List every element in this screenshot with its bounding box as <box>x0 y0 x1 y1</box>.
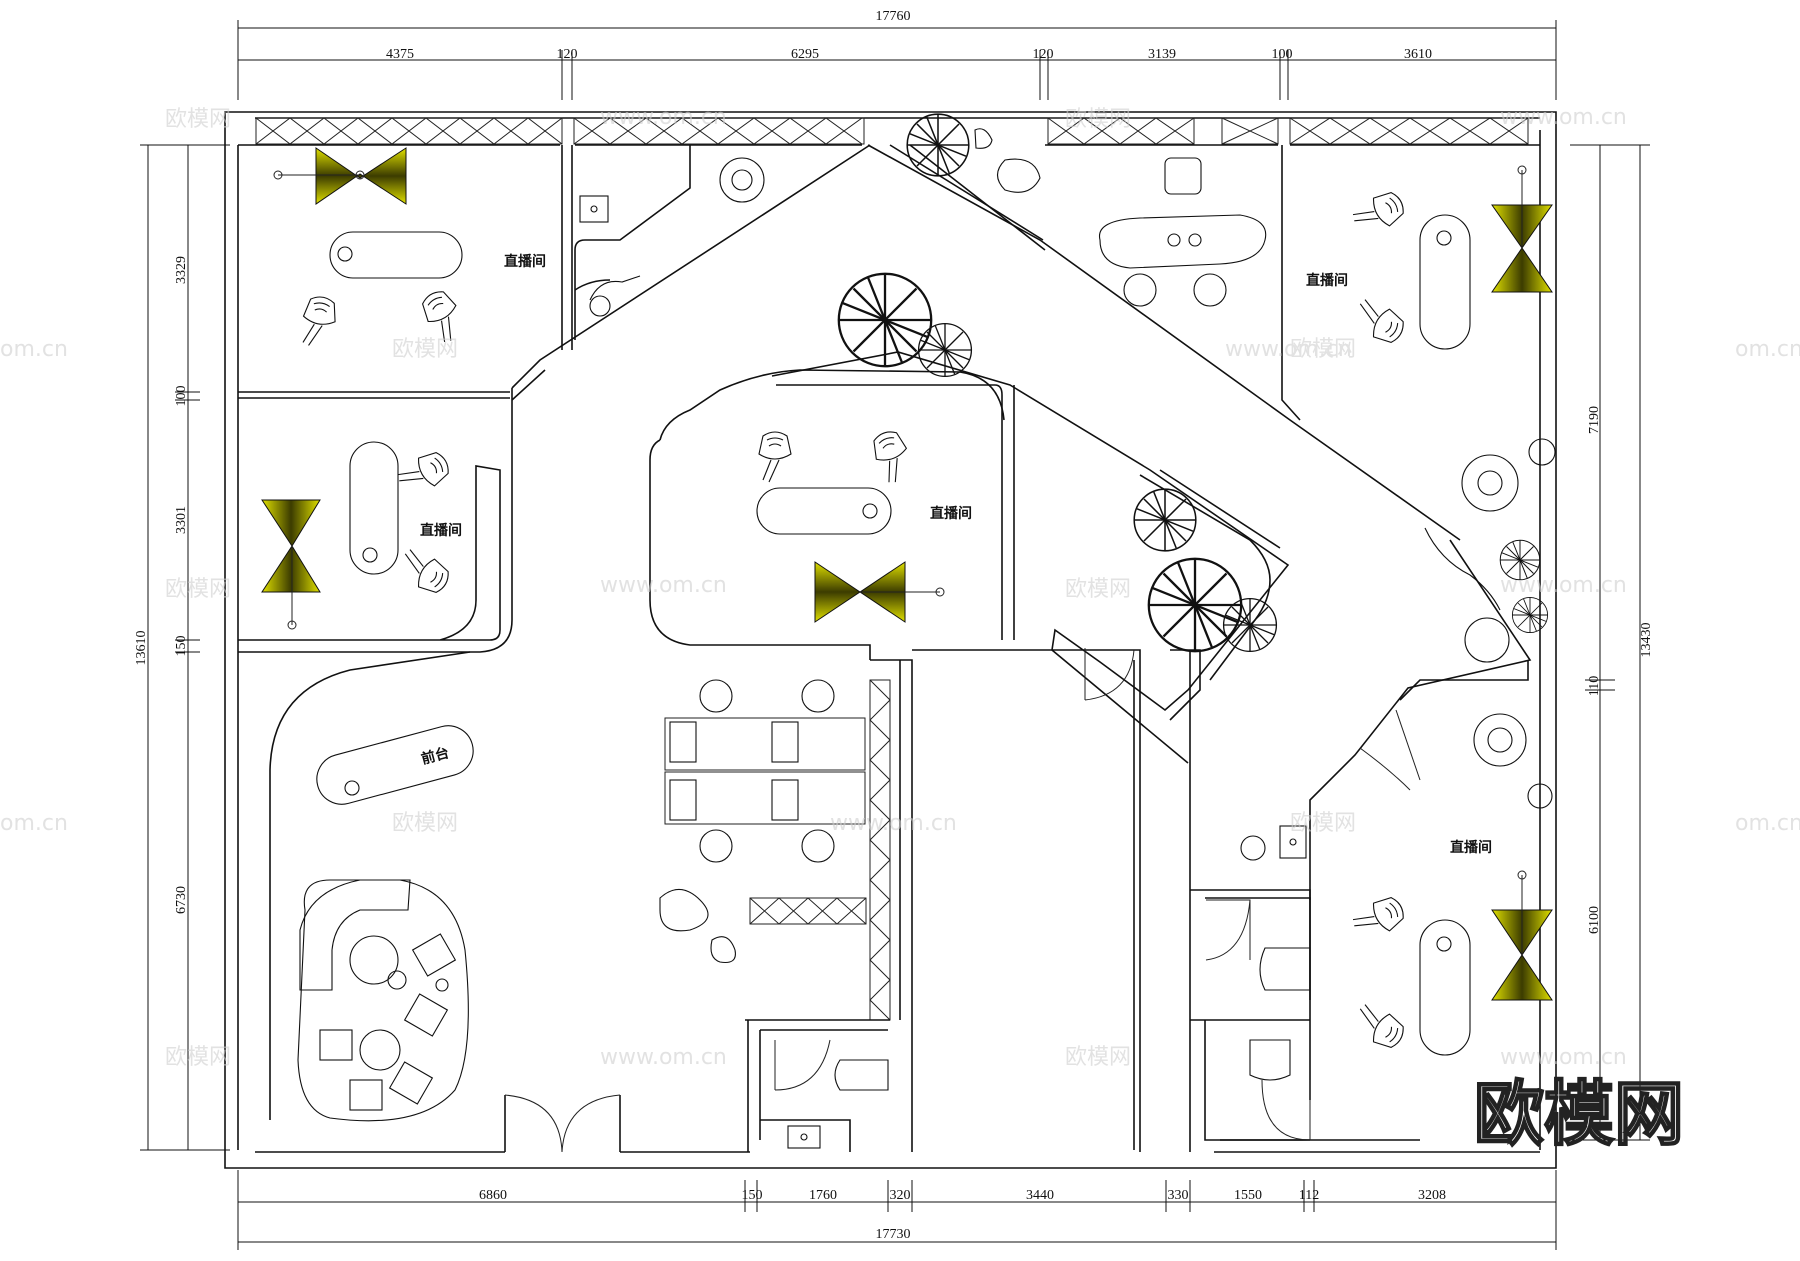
dim-bottom-9: 3208 <box>1418 1188 1446 1203</box>
dim-top-2: 120 <box>557 47 578 62</box>
watermark-cn: 欧模网 <box>1065 1045 1131 1070</box>
dim-left-total: 13610 <box>134 631 149 666</box>
room-label-live-3: 直播间 <box>930 505 972 522</box>
dim-right-1: 7190 <box>1587 406 1602 434</box>
dim-bottom-5: 3440 <box>1026 1188 1054 1203</box>
dim-left-2: 100 <box>174 386 189 407</box>
watermark-url: www.om.cn <box>1500 573 1627 598</box>
dim-top-total: 17760 <box>876 9 911 24</box>
dim-bottom-4: 320 <box>890 1188 911 1203</box>
live-room-top-middle-right <box>1098 157 1267 307</box>
watermark-url: om.cn <box>0 337 68 362</box>
dim-right-3: 6100 <box>1587 906 1602 934</box>
live-room-top-right: 直播间 <box>1306 165 1556 512</box>
dim-bottom-8: 112 <box>1299 1188 1319 1203</box>
room-label-reception: 前台 <box>419 744 450 768</box>
door-office[interactable] <box>1084 648 1135 701</box>
watermark-url: www.om.cn <box>600 1045 727 1070</box>
dim-right-total: 13430 <box>1639 623 1654 658</box>
room-label-live-4: 直播间 <box>1306 272 1348 289</box>
watermark-url: www.om.cn <box>1225 337 1352 362</box>
workstation-area <box>659 679 867 964</box>
dim-right-2: 110 <box>1587 676 1602 696</box>
watermark-cn: 欧模网 <box>1065 577 1131 602</box>
sink-alcove <box>579 157 765 317</box>
live-room-bottom-right: 直播间 <box>1348 713 1553 1056</box>
dim-bottom-2: 150 <box>742 1188 763 1203</box>
watermark-url: om.cn <box>1735 811 1800 836</box>
room-label-live-1: 直播间 <box>504 253 546 270</box>
watermark-url: om.cn <box>0 811 68 836</box>
watermarks: 欧模网 欧模网 欧模网 欧模网 欧模网 欧模网 欧模网 欧模网 欧模网 欧模网 … <box>0 105 1800 1070</box>
live-room-center: 直播间 <box>756 427 972 623</box>
watermark-cn: 欧模网 <box>165 577 231 602</box>
dim-top-4: 120 <box>1033 47 1054 62</box>
dim-left-5: 6730 <box>174 886 189 914</box>
watermark-cn: 欧模网 <box>165 107 231 132</box>
watermark-cn: 欧模网 <box>1065 107 1131 132</box>
dim-bottom-3: 1760 <box>809 1188 837 1203</box>
door-restroom-1[interactable] <box>1205 899 1251 961</box>
room-label-live-2: 直播间 <box>420 522 462 539</box>
dimension-right: 7190 110 6100 13430 <box>1570 144 1654 1141</box>
live-room-mid-left: 直播间 <box>261 441 462 630</box>
dim-top-1: 4375 <box>386 47 414 62</box>
door-restroom-2[interactable] <box>1261 1079 1311 1141</box>
dim-bottom-total: 17730 <box>876 1227 911 1242</box>
dim-bottom-1: 6860 <box>479 1188 507 1203</box>
watermark-url: om.cn <box>1735 337 1800 362</box>
watermark-url: www.om.cn <box>1500 1045 1627 1070</box>
dim-top-7: 3610 <box>1404 47 1432 62</box>
watermark-url: www.om.cn <box>830 811 957 836</box>
top-window-bands <box>255 117 1529 145</box>
door-right-room[interactable] <box>1359 709 1421 791</box>
plants-center <box>837 113 1041 378</box>
watermark-cn: 欧模网 <box>1290 337 1356 362</box>
dim-top-5: 3139 <box>1148 47 1176 62</box>
dim-left-4: 150 <box>174 636 189 657</box>
watermark-cn: 欧模网 <box>392 337 458 362</box>
dim-left-3: 3301 <box>174 506 189 534</box>
dimension-top: 17760 4375 120 6295 120 3139 100 3610 <box>237 9 1557 100</box>
watermark-cn: 欧模网 <box>392 811 458 836</box>
dimension-bottom: 6860 150 1760 320 3440 330 1550 112 3208… <box>237 1170 1557 1250</box>
watermark-logo: 欧模网 <box>1474 1073 1684 1155</box>
live-room-top-left: 直播间 <box>273 147 546 350</box>
dim-top-6: 100 <box>1272 47 1293 62</box>
reception-area: 前台 <box>269 651 474 1122</box>
dim-bottom-7: 1550 <box>1234 1188 1262 1203</box>
dim-top-3: 6295 <box>791 47 819 62</box>
dim-bottom-6: 330 <box>1168 1188 1189 1203</box>
room-label-live-5: 直播间 <box>1450 839 1492 856</box>
watermark-cn: 欧模网 <box>165 1045 231 1070</box>
plants-right-side <box>1424 527 1549 663</box>
watermark-url: www.om.cn <box>1500 105 1627 130</box>
dimension-left: 3329 100 3301 150 6730 13610 <box>134 144 230 1151</box>
door-restroom-3[interactable] <box>774 1039 831 1091</box>
interior-walls <box>238 144 1532 1152</box>
watermark-url: www.om.cn <box>600 105 727 130</box>
watermark-url: www.om.cn <box>600 573 727 598</box>
restroom-fixtures <box>787 825 1311 1149</box>
entrance-double-door[interactable] <box>504 1094 621 1153</box>
dim-left-1: 3329 <box>174 256 189 284</box>
watermark-cn: 欧模网 <box>1290 811 1356 836</box>
